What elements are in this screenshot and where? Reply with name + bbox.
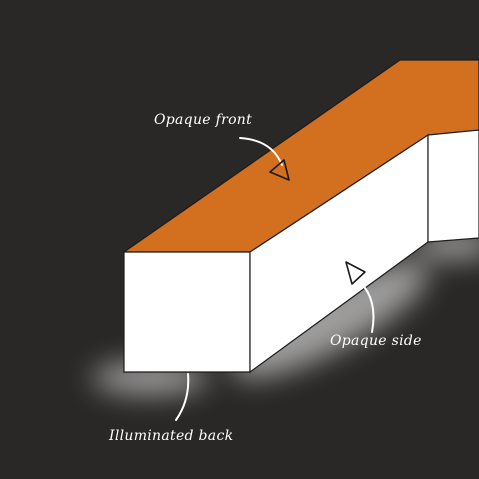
opaque-front-label: Opaque front: [154, 112, 253, 128]
illuminated-back-arrow: [175, 373, 190, 421]
illuminated-back-label: Illuminated back: [109, 428, 234, 444]
right-segment-face: [427, 129, 479, 243]
front-end-face: [123, 251, 251, 373]
opaque-front-arrowhead: [269, 159, 290, 181]
opaque-front-arrow: [239, 137, 290, 181]
opaque-side-arrowhead: [345, 261, 366, 285]
opaque-side-arrow: [345, 261, 375, 333]
opaque-side-label: Opaque side: [330, 333, 422, 349]
